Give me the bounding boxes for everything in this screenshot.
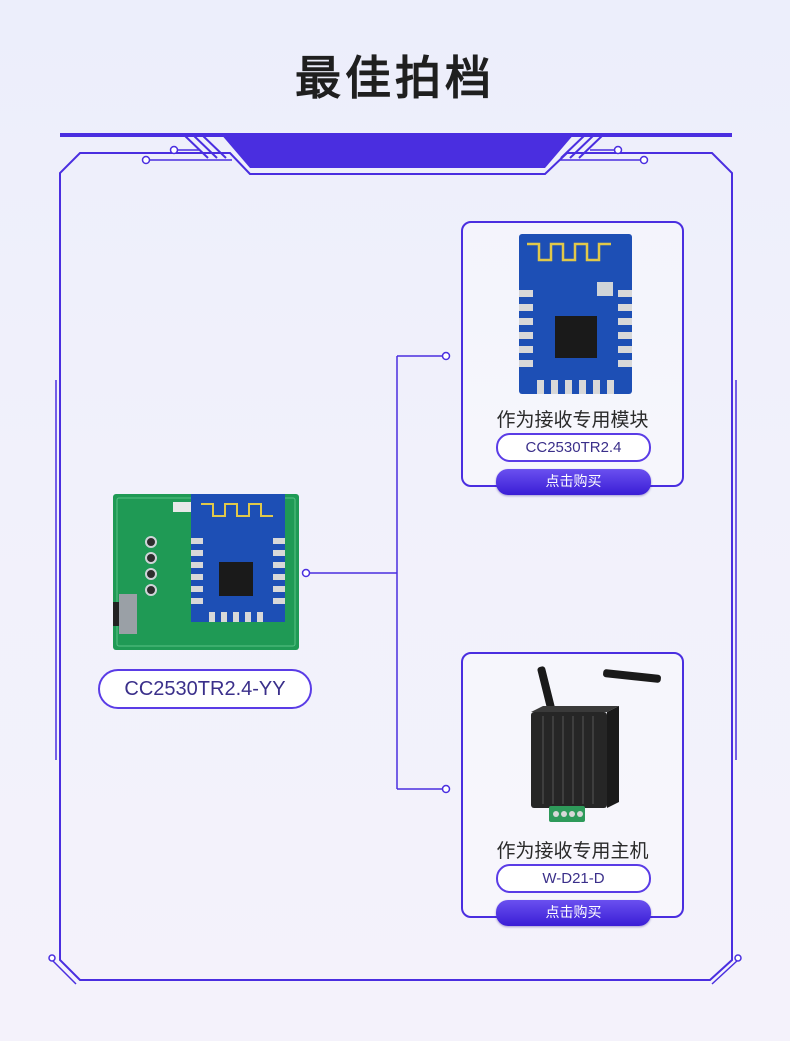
buy-button-host[interactable]: 点击购买 (496, 900, 651, 926)
option-card-host: 作为接收专用主机 W-D21-D 点击购买 (461, 652, 684, 926)
main-product-model: CC2530TR2.4-YY (98, 669, 312, 709)
main-product-image (113, 494, 299, 650)
option-card-module: 作为接收专用模块 CC2530TR2.4 点击购买 (461, 221, 684, 495)
option-model: W-D21-D (496, 864, 651, 893)
page-title: 最佳拍档 (295, 51, 495, 105)
option-label: 作为接收专用主机 (496, 840, 649, 862)
option-label: 作为接收专用模块 (496, 409, 649, 431)
host-product-image (523, 666, 663, 830)
module-product-image (519, 234, 632, 394)
buy-button-module[interactable]: 点击购买 (496, 469, 651, 495)
option-model: CC2530TR2.4 (496, 433, 651, 462)
